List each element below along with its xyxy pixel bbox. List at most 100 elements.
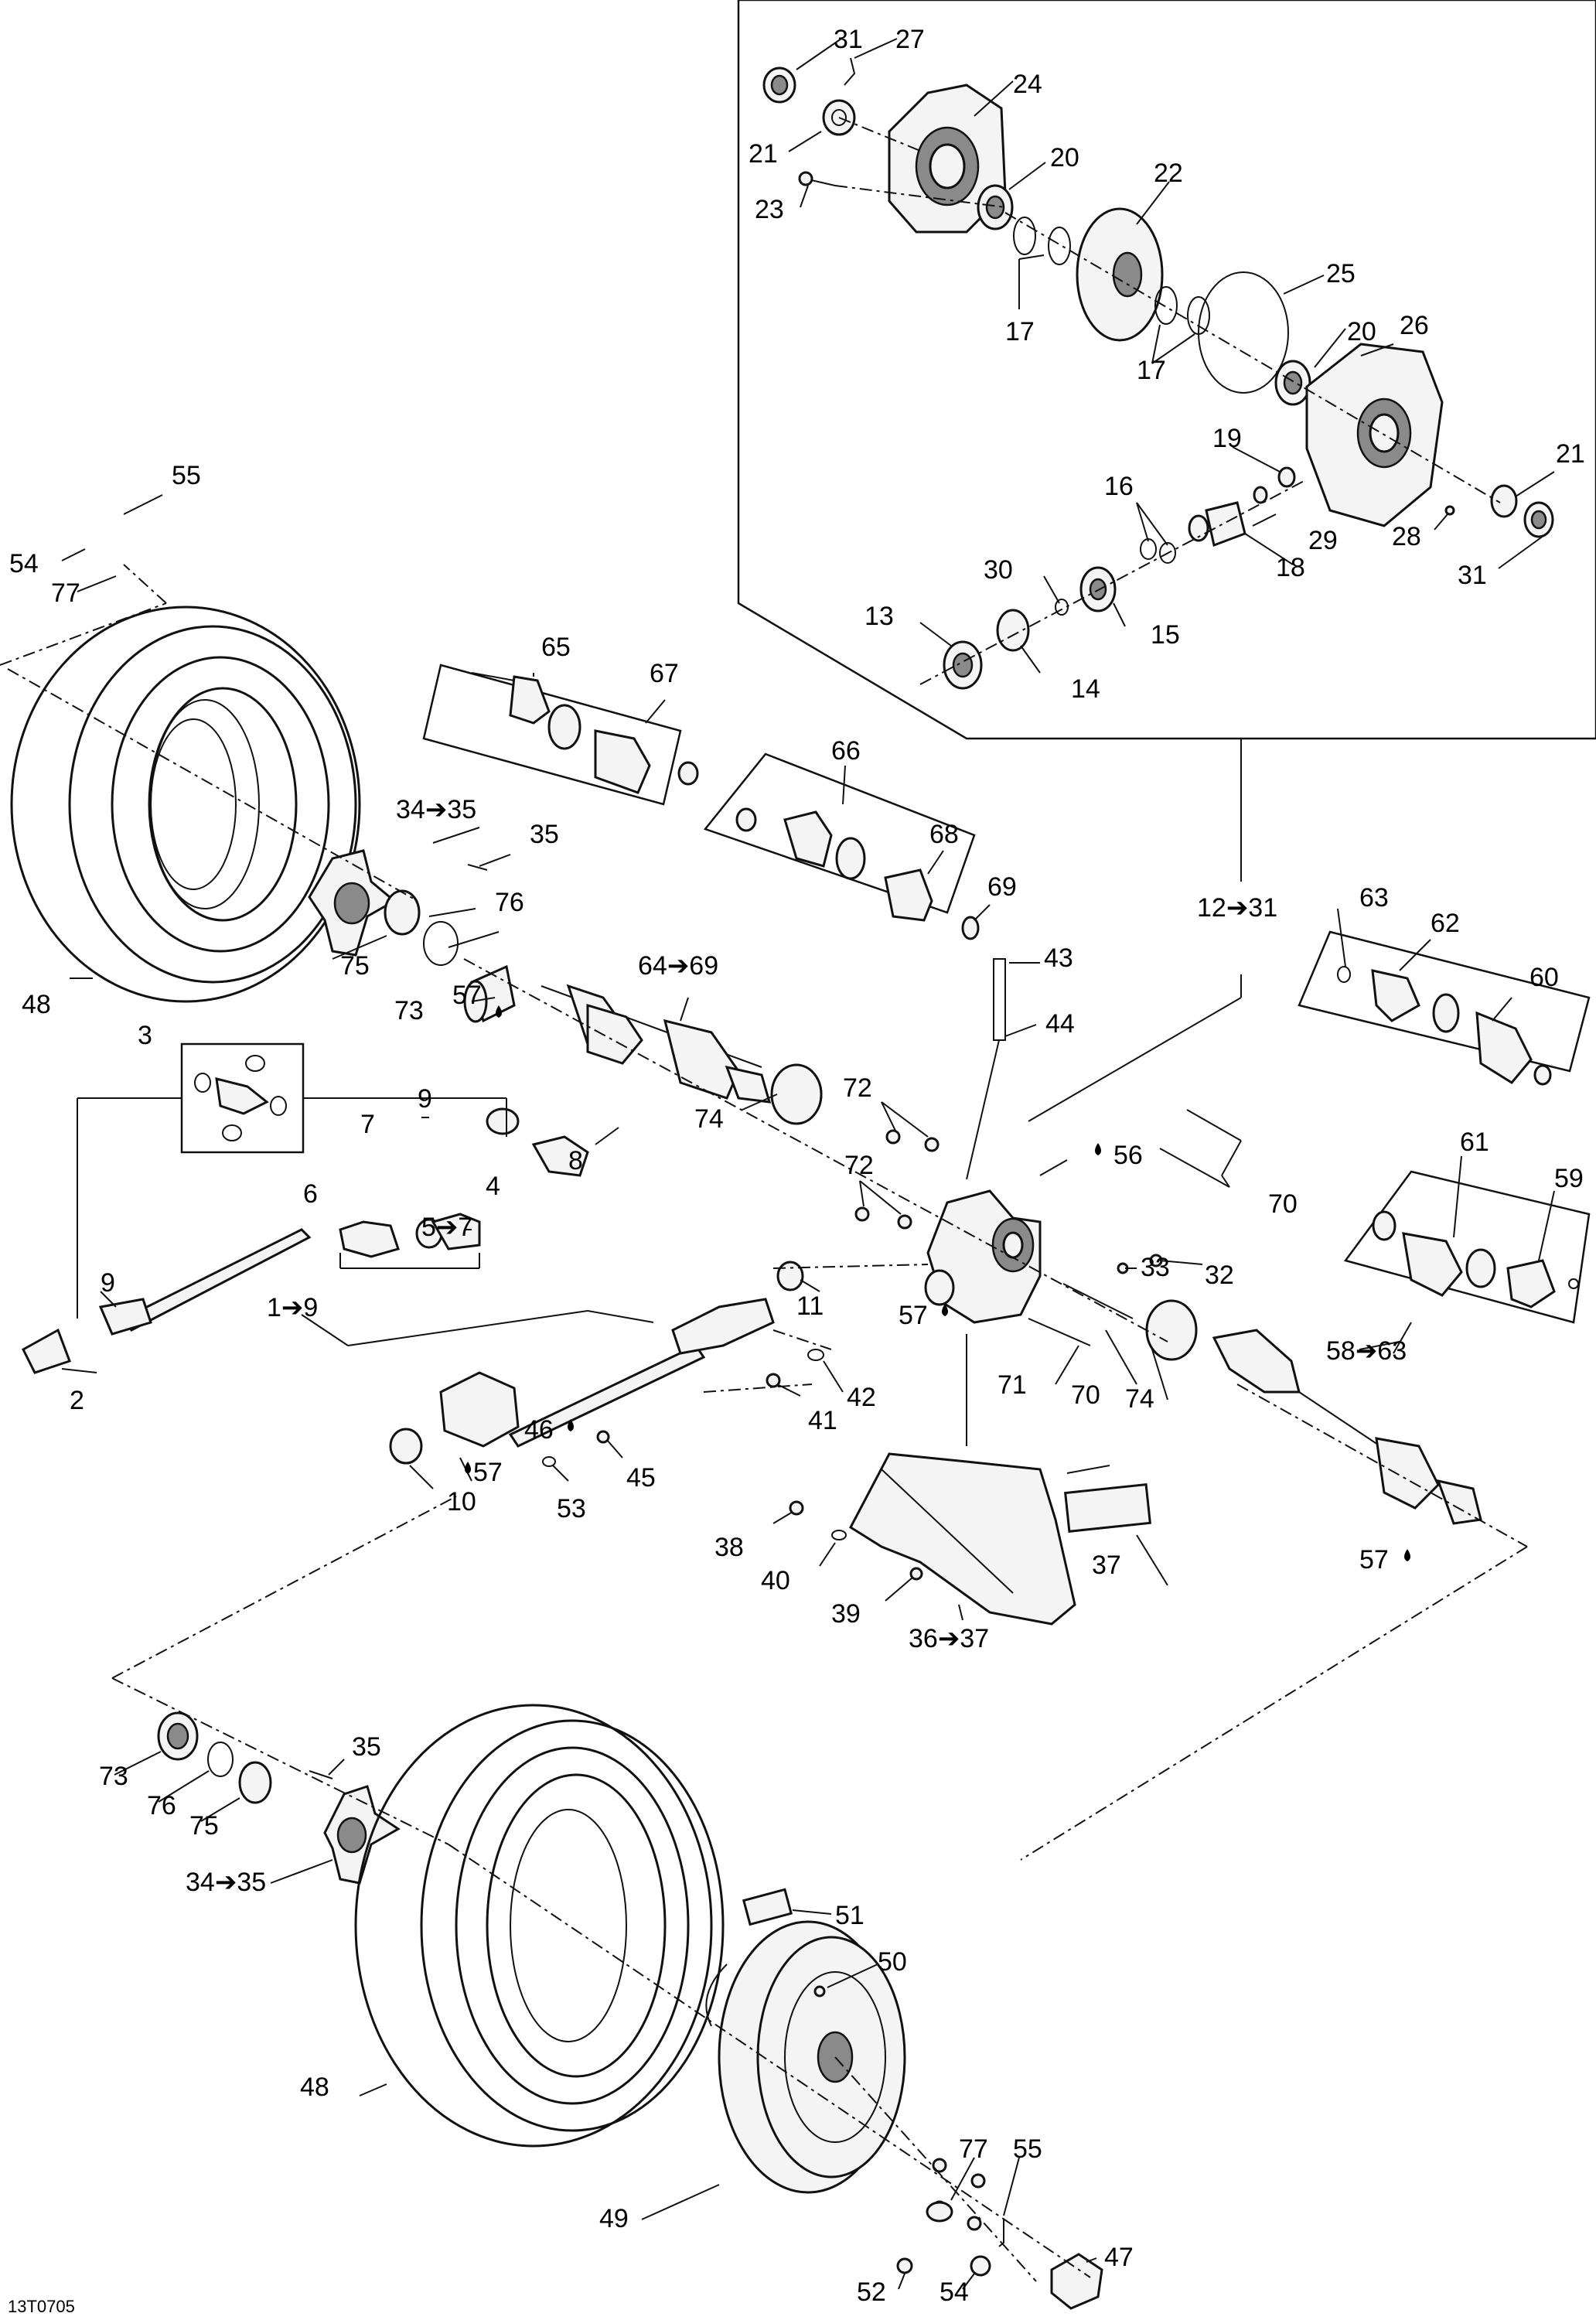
callout-39: 39 [831, 1599, 861, 1629]
callout-19: 19 [1212, 424, 1242, 453]
callout-51: 51 [835, 1901, 864, 1930]
callout-9: 9 [101, 1268, 115, 1298]
callout-48: 48 [300, 2073, 329, 2102]
callout-26: 26 [1400, 311, 1429, 340]
callout-22: 22 [1154, 159, 1183, 188]
callout-24: 24 [1013, 70, 1042, 99]
callout-47: 47 [1104, 2243, 1134, 2272]
callout-43: 43 [1044, 943, 1073, 973]
callout-74: 74 [1125, 1384, 1154, 1414]
callout-2: 2 [70, 1386, 84, 1415]
lower-hub-parts [111, 1677, 449, 1885]
callout-labels: 31 27 24 21 20 23 22 17 17 25 20 26 19 1… [8, 25, 1585, 2316]
callout-72: 72 [844, 1151, 874, 1180]
callout-72: 72 [843, 1073, 872, 1103]
callout-60: 60 [1530, 963, 1559, 992]
callout-77: 77 [51, 578, 80, 608]
cv-joint-kit-59-61 [1343, 1170, 1591, 1324]
callout-16: 16 [1104, 472, 1134, 501]
callout-57: 57 [473, 1458, 503, 1487]
callout-53: 53 [557, 1494, 586, 1523]
callout-74: 74 [694, 1104, 724, 1134]
drop-icon [1095, 1143, 1101, 1155]
callout-37: 37 [1092, 1551, 1121, 1580]
propeller-shaft [22, 1042, 929, 1467]
callout-17: 17 [1137, 356, 1166, 385]
callout-13: 13 [864, 602, 894, 631]
callout-12-31: 12➔31 [1197, 893, 1277, 923]
rear-right-tire [354, 1704, 725, 2148]
callout-50: 50 [878, 1947, 907, 1977]
oil-seals-74 [770, 1063, 1198, 1361]
callout-63: 63 [1359, 883, 1389, 913]
callout-44: 44 [1045, 1009, 1075, 1039]
callout-57: 57 [452, 981, 482, 1010]
drop-icon [465, 1462, 471, 1474]
callout-14: 14 [1071, 674, 1100, 704]
callout-35: 35 [530, 820, 559, 849]
cv-joint-kit-65-67 [422, 664, 699, 806]
figure-reference-code: 13T0705 [8, 2297, 75, 2316]
callout-42: 42 [847, 1383, 876, 1412]
left-driveshaft [541, 984, 772, 1104]
callout-48: 48 [22, 990, 51, 1019]
oil-drop-icons [465, 1005, 1410, 1561]
drop-icon [568, 1419, 574, 1431]
callout-21: 21 [1556, 439, 1585, 469]
callout-29: 29 [1308, 526, 1338, 555]
callout-71: 71 [998, 1370, 1027, 1400]
callout-75: 75 [340, 951, 370, 981]
callout-11: 11 [796, 1291, 824, 1321]
callout-5-7: 5➔7 [421, 1213, 472, 1242]
callout-17: 17 [1005, 317, 1035, 346]
callout-28: 28 [1392, 522, 1421, 551]
callout-76: 76 [147, 1791, 176, 1820]
callout-8: 8 [568, 1146, 583, 1175]
callout-35: 35 [352, 1732, 381, 1762]
callout-45: 45 [626, 1463, 656, 1493]
callout-32: 32 [1205, 1261, 1234, 1290]
callout-64-69: 64➔69 [638, 951, 718, 981]
drop-icon [942, 1304, 948, 1316]
callout-21: 21 [749, 139, 778, 169]
callout-20: 20 [1050, 143, 1079, 172]
callout-18: 18 [1276, 553, 1305, 582]
callout-58-63: 58➔63 [1326, 1336, 1407, 1366]
callout-38: 38 [714, 1533, 744, 1562]
callout-9: 9 [418, 1084, 432, 1114]
cv-joint-kit-60-63 [1298, 930, 1591, 1086]
callout-23: 23 [755, 195, 784, 224]
callout-68: 68 [929, 820, 959, 849]
callout-75: 75 [189, 1811, 219, 1841]
callout-6: 6 [303, 1179, 318, 1209]
callout-55: 55 [172, 461, 201, 490]
differential-parts [762, 57, 1554, 690]
drop-icon [496, 1005, 502, 1018]
callout-10: 10 [447, 1487, 476, 1517]
callout-54: 54 [9, 549, 39, 578]
callout-34-35: 34➔35 [186, 1868, 266, 1897]
rear-left-hub [0, 564, 516, 1023]
callout-30: 30 [984, 555, 1013, 585]
callout-7: 7 [360, 1110, 375, 1139]
callout-33: 33 [1141, 1253, 1170, 1282]
callout-59: 59 [1554, 1164, 1584, 1193]
callout-20: 20 [1347, 317, 1376, 346]
callout-31: 31 [1458, 561, 1487, 590]
callout-73: 73 [394, 996, 424, 1025]
wheel-nuts [896, 2158, 1103, 2310]
callout-70: 70 [1268, 1189, 1298, 1219]
callout-67: 67 [650, 659, 679, 688]
callout-41: 41 [808, 1406, 837, 1435]
callout-36-37: 36➔37 [909, 1624, 989, 1653]
callout-73: 73 [99, 1762, 128, 1791]
callout-55: 55 [1013, 2134, 1042, 2164]
callout-56: 56 [1113, 1141, 1143, 1170]
callout-46: 46 [524, 1415, 554, 1445]
callout-65: 65 [541, 633, 571, 662]
callout-4: 4 [486, 1172, 500, 1201]
callout-34-35: 34➔35 [396, 795, 476, 824]
differential-detail-box [737, 0, 1596, 1122]
callout-61: 61 [1460, 1128, 1489, 1157]
